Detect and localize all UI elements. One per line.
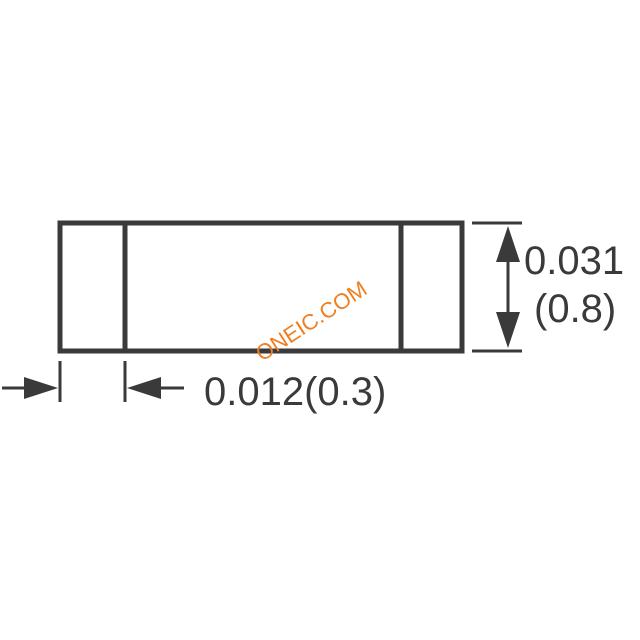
height-arrow-up xyxy=(496,226,520,262)
height-mm-label: (0.8) xyxy=(534,287,616,331)
width-arrow-left xyxy=(24,377,58,399)
height-arrow-down xyxy=(496,312,520,348)
component-body xyxy=(57,220,465,354)
terminal-width-label: 0.012(0.3) xyxy=(204,370,386,414)
height-inch-label: 0.031 xyxy=(524,239,624,283)
width-arrow-right xyxy=(127,377,161,399)
